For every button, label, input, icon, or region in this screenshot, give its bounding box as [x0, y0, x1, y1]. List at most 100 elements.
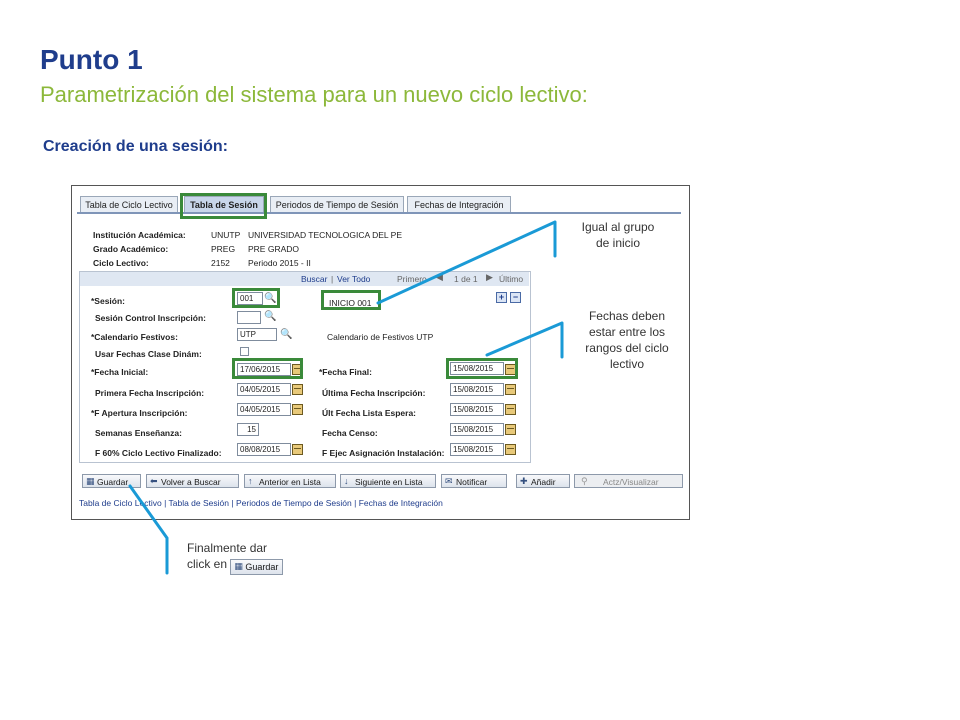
sesion-label: *Sesión:	[91, 296, 126, 306]
magnifier-icon[interactable]: 🔍	[264, 311, 277, 322]
apertura-inscripcion-input[interactable]: 04/05/2015	[237, 403, 291, 416]
note-final-line1: Finalmente dar	[187, 541, 268, 555]
down-arrow-icon: ↓	[344, 476, 349, 486]
save-icon: ▦	[86, 476, 95, 486]
siguiente-lista-button[interactable]: ↓ Siguiente en Lista	[340, 474, 436, 488]
fecha-censo-input[interactable]: 15/08/2015	[450, 423, 504, 436]
usar-fechas-checkbox[interactable]	[240, 347, 249, 356]
link-tabla-ciclo-lectivo[interactable]: Tabla de Ciclo Lectivo	[79, 498, 162, 508]
control-inscripcion-label: Sesión Control Inscripción:	[95, 313, 206, 323]
next-arrow-icon[interactable]: ▶	[486, 272, 493, 282]
volver-buscar-button[interactable]: ⬅Volver a Buscar	[146, 474, 239, 488]
calendar-icon[interactable]	[292, 404, 303, 415]
note-fechas-line2: estar entre los	[588, 325, 666, 339]
calendario-description: Calendario de Festivos UTP	[327, 332, 434, 342]
highlight-fecha-inicial	[232, 358, 303, 379]
guardar-button-label: Guardar	[97, 477, 129, 487]
ultima-inscripcion-label: Última Fecha Inscripción:	[322, 388, 426, 398]
lista-espera-input[interactable]: 15/08/2015	[450, 403, 504, 416]
anadir-label: Añadir	[531, 477, 556, 487]
add-row-icon[interactable]: +	[496, 292, 507, 303]
fecha-final-input[interactable]: 15/08/2015	[450, 362, 504, 375]
tab-fechas-integracion[interactable]: Fechas de Integración	[407, 196, 511, 214]
institucion-label: Institución Académica:	[93, 230, 186, 240]
calendar-icon[interactable]	[505, 384, 516, 395]
sesion-description: INICIO 001	[329, 298, 372, 308]
note-grupo-line1: Igual al grupo	[581, 220, 655, 234]
grado-code: PREG	[211, 244, 236, 254]
note-final-line2: click en ▦Guardar	[187, 556, 327, 575]
actualizar-visualizar-button[interactable]: ⚲Actz/Visualizar	[574, 474, 683, 488]
add-icon: ✚	[520, 476, 528, 486]
anadir-button[interactable]: ✚Añadir	[516, 474, 570, 488]
calendario-festivos-label: *Calendario Festivos:	[91, 332, 178, 342]
actualizar-label: Actz/Visualizar	[603, 477, 659, 487]
save-icon: ▦	[234, 561, 243, 571]
f60-input[interactable]: 08/08/2015	[237, 443, 291, 456]
anterior-lista-button[interactable]: ↑Anterior en Lista	[244, 474, 336, 488]
buscar-link[interactable]: Buscar	[301, 274, 328, 284]
slide-title: Punto 1	[40, 44, 143, 75]
tab-tabla-sesion[interactable]: Tabla de Sesión	[184, 196, 264, 214]
magnifier-icon[interactable]: 🔍	[264, 293, 277, 304]
nav-separator: |	[331, 274, 334, 284]
ultimo-link[interactable]: Último	[499, 274, 524, 284]
anterior-lista-label: Anterior en Lista	[259, 477, 321, 487]
usar-fechas-label: Usar Fechas Clase Dinám:	[95, 349, 202, 359]
fecha-inicial-label: *Fecha Inicial:	[91, 367, 149, 377]
volver-buscar-label: Volver a Buscar	[161, 477, 221, 487]
primero-link[interactable]: Primero	[397, 274, 427, 284]
prev-arrow-icon[interactable]: ◀	[436, 272, 443, 282]
tab-underline	[77, 212, 681, 214]
primera-inscripcion-label: Primera Fecha Inscripción:	[95, 388, 205, 398]
note-fechas-line1: Fechas deben	[588, 309, 666, 323]
note-fechas-line4: lectivo	[609, 357, 644, 371]
delete-row-icon[interactable]: −	[510, 292, 521, 303]
semanas-ensenanza-label: Semanas Enseñanza:	[95, 428, 182, 438]
semanas-ensenanza-input[interactable]: 15	[237, 423, 259, 436]
link-separator: |	[164, 498, 167, 508]
bottom-links: Tabla de Ciclo Lectivo | Tabla de Sesión…	[79, 498, 443, 508]
link-tabla-sesion[interactable]: Tabla de Sesión	[168, 498, 230, 508]
calendar-icon[interactable]	[505, 444, 516, 455]
highlight-tab-sesion	[180, 193, 267, 219]
tab-periodos-tiempo[interactable]: Periodos de Tiempo de Sesión	[270, 196, 404, 214]
primera-inscripcion-input[interactable]: 04/05/2015	[237, 383, 291, 396]
envelope-icon: ✉	[445, 476, 453, 486]
link-separator: |	[354, 498, 357, 508]
highlight-sesion-input	[232, 288, 280, 308]
link-fechas-integracion[interactable]: Fechas de Integración	[358, 498, 443, 508]
back-arrow-icon: ⬅	[150, 476, 158, 486]
calendar-icon[interactable]	[292, 444, 303, 455]
ultima-inscripcion-input[interactable]: 15/08/2015	[450, 383, 504, 396]
sesion-input[interactable]: 001	[237, 292, 263, 305]
note-grupo: Igual al grupo de inicio	[566, 219, 670, 251]
ver-todo-link[interactable]: Ver Todo	[337, 274, 371, 284]
control-inscripcion-input[interactable]	[237, 311, 261, 324]
guardar-sample-label: Guardar	[245, 562, 279, 572]
calendario-festivos-input[interactable]: UTP	[237, 328, 277, 341]
fecha-inicial-input[interactable]: 17/06/2015	[237, 363, 291, 376]
notificar-label: Notificar	[456, 477, 488, 487]
link-separator: |	[231, 498, 234, 508]
note-final: Finalmente dar click en ▦Guardar	[187, 540, 327, 575]
calendar-icon[interactable]	[292, 384, 303, 395]
slide-subtitle: Parametrización del sistema para un nuev…	[40, 82, 588, 107]
note-final-text: click en	[187, 557, 228, 571]
institucion-desc: UNIVERSIDAD TECNOLOGICA DEL PE	[248, 230, 402, 240]
link-periodos-tiempo[interactable]: Periodos de Tiempo de Sesión	[235, 498, 352, 508]
siguiente-lista-label: Siguiente en Lista	[355, 477, 423, 487]
tab-tabla-ciclo-lectivo[interactable]: Tabla de Ciclo Lectivo	[80, 196, 178, 214]
notificar-button[interactable]: ✉Notificar	[441, 474, 507, 488]
grado-label: Grado Académico:	[93, 244, 169, 254]
magnifier-icon[interactable]: 🔍	[280, 329, 293, 340]
institucion-code: UNUTP	[211, 230, 241, 240]
asignacion-instalacion-input[interactable]: 15/08/2015	[450, 443, 504, 456]
calendar-icon[interactable]	[505, 424, 516, 435]
guardar-button-sample: ▦Guardar	[230, 559, 284, 575]
calendar-icon[interactable]	[505, 404, 516, 415]
guardar-button[interactable]: ▦Guardar	[82, 474, 141, 488]
row-count: 1 de 1	[454, 274, 478, 284]
note-fechas-line3: rangos del ciclo	[585, 341, 669, 355]
ciclo-label: Ciclo Lectivo:	[93, 258, 149, 268]
